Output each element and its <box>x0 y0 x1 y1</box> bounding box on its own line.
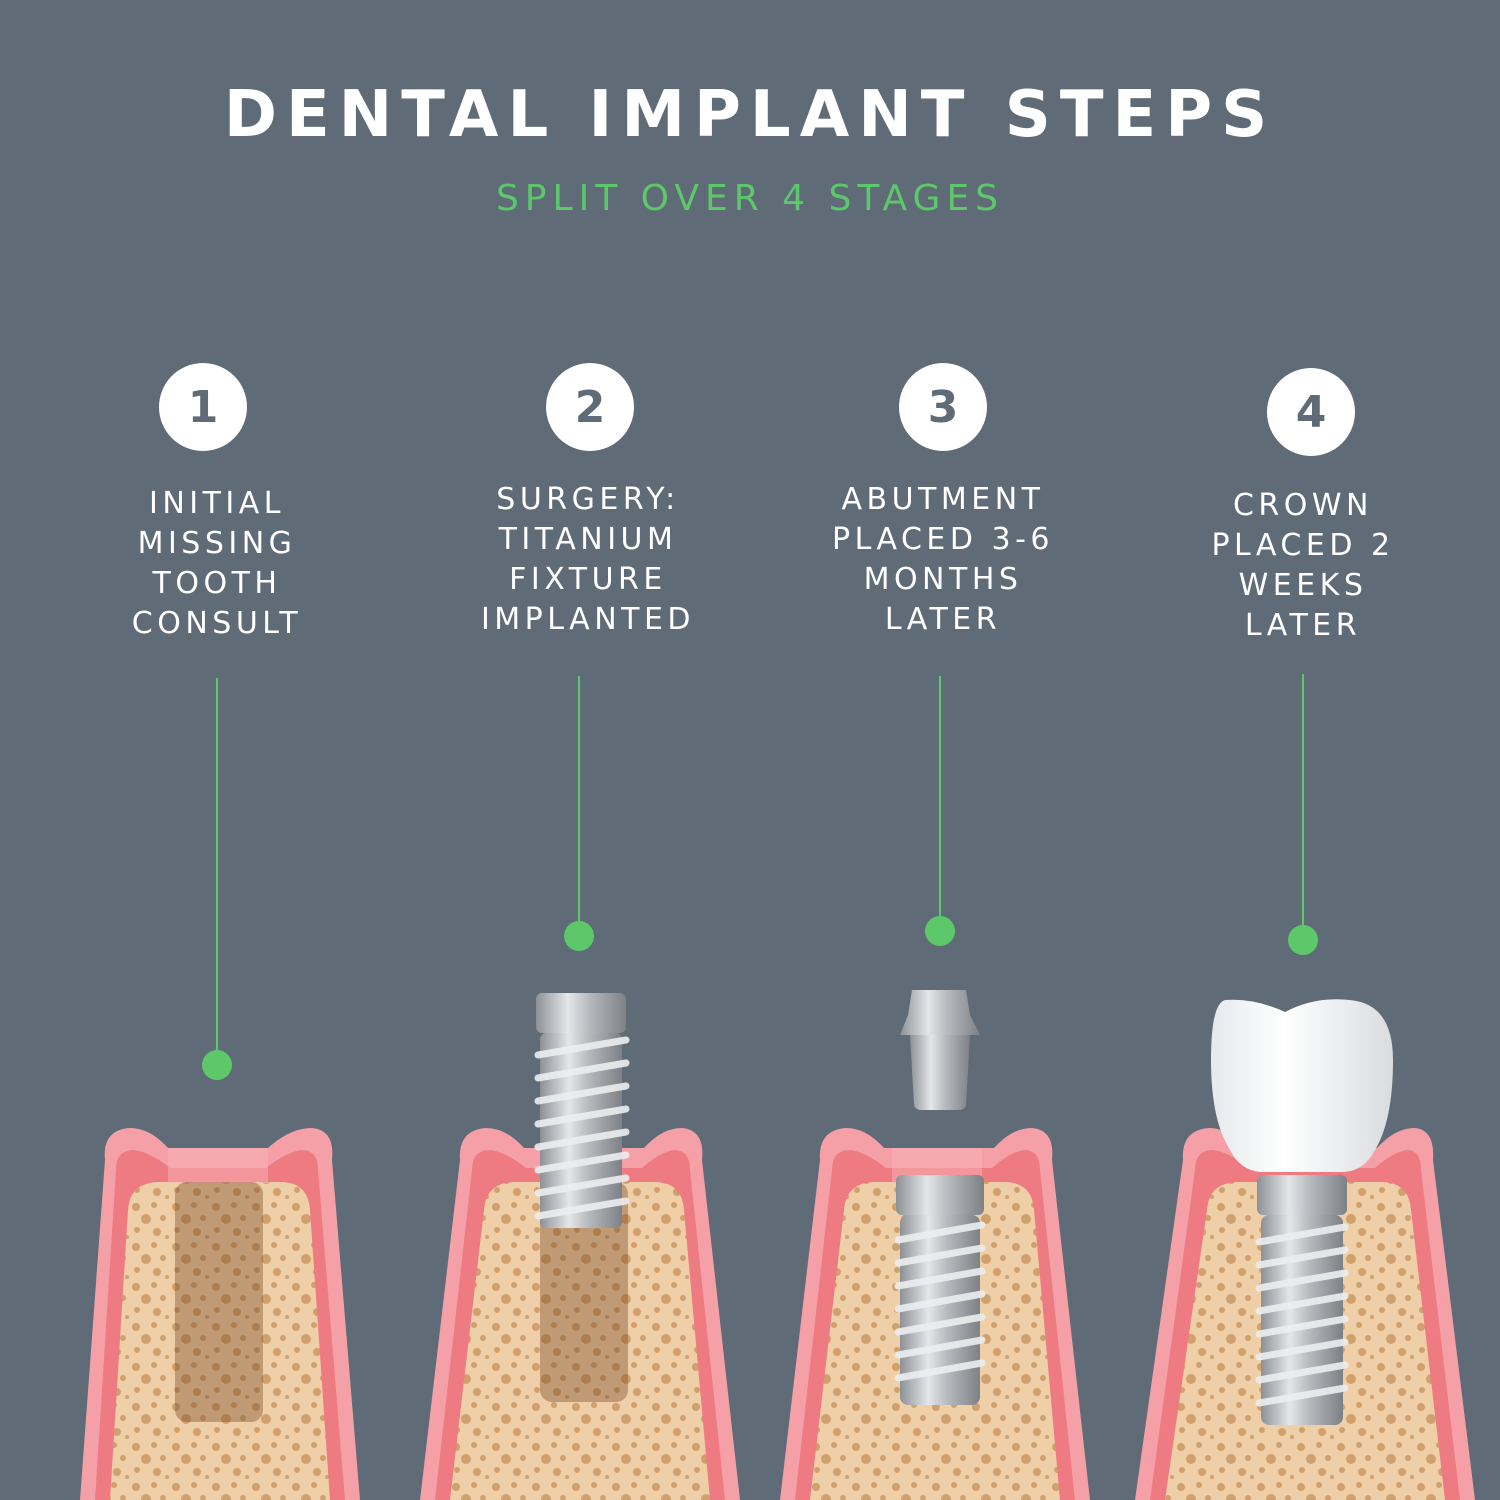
empty-socket-icon <box>80 1128 360 1500</box>
connector-line <box>1302 674 1304 940</box>
implant-screw-icon <box>420 993 740 1500</box>
page-title: DENTAL IMPLANT STEPS <box>223 78 1277 152</box>
step-label: CROWN PLACED 2 WEEKS LATER <box>1211 488 1395 643</box>
page-subtitle: SPLIT OVER 4 STAGES <box>495 178 1005 219</box>
connector-dot <box>202 1050 232 1080</box>
step-1: 1 INITIAL MISSING TOOTH CONSULT <box>67 0 367 1500</box>
connector-line <box>216 678 218 1066</box>
step-label: ABUTMENT PLACED 3-6 MONTHS LATER <box>831 482 1055 637</box>
step-3: 3 ABUTMENT PLACED 3-6 MONTHS LATER <box>793 0 1093 1500</box>
step-number-badge: 2 <box>546 363 634 451</box>
step-label: INITIAL MISSING TOOTH CONSULT <box>131 486 303 641</box>
connector-dot <box>1288 925 1318 955</box>
step-label: SURGERY: TITANIUM FIXTURE IMPLANTED <box>480 482 696 637</box>
crown-icon <box>1135 999 1475 1500</box>
connector-dot <box>925 916 955 946</box>
abutment-icon <box>780 990 1090 1500</box>
step-number-badge: 4 <box>1267 368 1355 456</box>
step-number-badge: 3 <box>899 363 987 451</box>
connector-line <box>578 676 580 936</box>
step-4: 4 CROWN PLACED 2 WEEKS LATER <box>1153 0 1453 1500</box>
step-number-badge: 1 <box>159 363 247 451</box>
step-2: 2 SURGERY: TITANIUM FIXTURE IMPLANTED <box>438 0 738 1500</box>
connector-line <box>939 676 941 931</box>
connector-dot <box>564 921 594 951</box>
